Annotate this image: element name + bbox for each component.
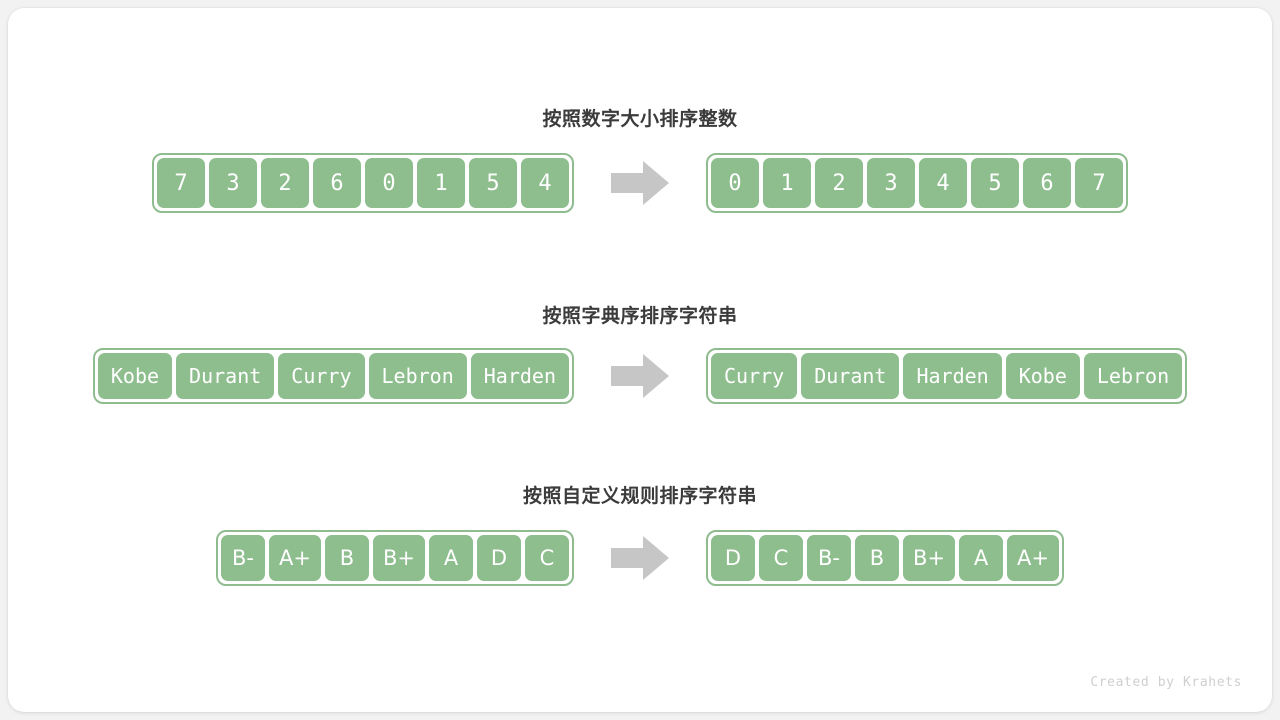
array-cell: 5 [971,158,1019,208]
array-cell: 7 [1075,158,1123,208]
array-cell: 4 [521,158,569,208]
array-cell: Harden [470,353,569,399]
section-title: 按照自定义规则排序字符串 [522,486,757,507]
section-title: 按照数字大小排序整数 [542,109,738,130]
right-arrow-icon [611,354,669,398]
array-cell: Curry [711,353,798,399]
array-cell: B- [807,535,851,581]
array-cell: Durant [176,353,275,399]
array-cell: Durant [801,353,900,399]
array-cell: A+ [1007,535,1059,581]
array-cell: 3 [209,158,257,208]
array-cell: Lebron [368,353,467,399]
array-cell: 2 [815,158,863,208]
array-cell: Kobe [1005,353,1080,399]
array-cell: Curry [278,353,365,399]
array-cell: B+ [903,535,956,581]
array-cell: 2 [261,158,309,208]
array-cell: C [525,535,569,581]
array-cell: B+ [372,535,425,581]
array-cell: 0 [711,158,759,208]
arrow-container [574,161,706,205]
array-cell: 1 [417,158,465,208]
array-cell: A+ [269,535,321,581]
array-cell: 3 [867,158,915,208]
array-cell: B [855,535,899,581]
arrow-container [574,354,706,398]
array-cell: Harden [903,353,1002,399]
array-cell: 4 [919,158,967,208]
array-cell: 5 [469,158,517,208]
arrow-container [574,536,706,580]
array-cell: B- [221,535,266,581]
section-title: 按照字典序排序字符串 [542,306,738,327]
array-cell: A [429,535,473,581]
array-cell: Lebron [1083,353,1183,399]
array-cell: Kobe [97,353,173,399]
credit-text: Created by Krahets [1090,675,1242,690]
array-cell: 1 [763,158,811,208]
array-cell: 6 [313,158,361,208]
array-cell: 6 [1023,158,1071,208]
array-cell: D [477,535,521,581]
array-cell: D [711,535,755,581]
array-cell: A [959,535,1004,581]
right-arrow-icon [611,161,669,205]
array-cell: 0 [365,158,413,208]
array-cell: 7 [157,158,205,208]
array-cell: B [324,535,369,581]
array-cell: C [759,535,803,581]
right-arrow-icon [611,536,669,580]
